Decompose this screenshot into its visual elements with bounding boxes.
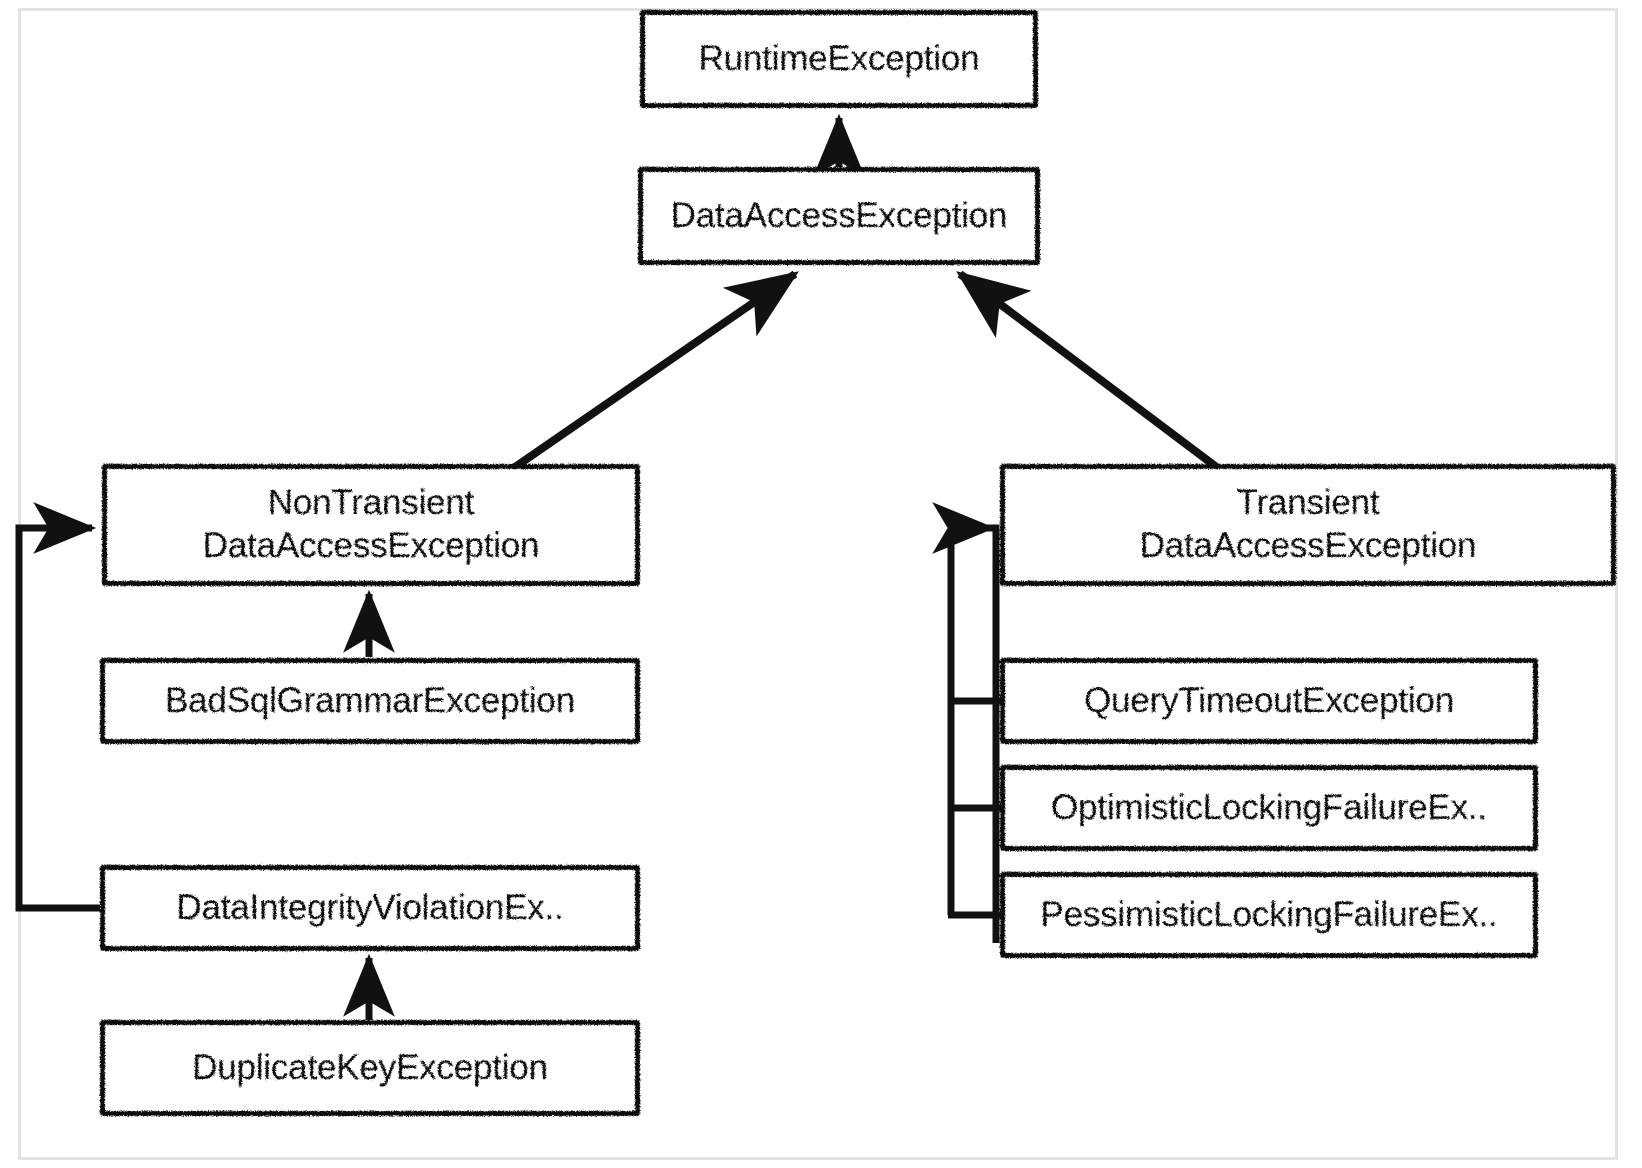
node-runtime-exception[interactable]: RuntimeException xyxy=(640,10,1038,108)
node-label: NonTransient DataAccessException xyxy=(202,483,540,565)
node-label: QueryTimeoutException xyxy=(1084,680,1454,720)
node-data-access-exception[interactable]: DataAccessException xyxy=(638,167,1040,265)
node-bad-sql-grammar-exception[interactable]: BadSqlGrammarException xyxy=(100,658,640,744)
edge-transient-children-trunk xyxy=(932,502,1000,943)
node-duplicate-key-exception[interactable]: DuplicateKeyException xyxy=(100,1020,640,1116)
node-non-transient-data-access[interactable]: NonTransient DataAccessException xyxy=(102,464,640,586)
node-label: OptimisticLockingFailureEx.. xyxy=(1051,787,1487,827)
edge-transient-to-data-access xyxy=(956,270,1246,491)
node-label: PessimisticLockingFailureEx.. xyxy=(1040,894,1498,934)
node-query-timeout-exception[interactable]: QueryTimeoutException xyxy=(1000,658,1538,744)
node-label: DuplicateKeyException xyxy=(192,1047,548,1087)
node-pessimistic-locking-failure[interactable]: PessimisticLockingFailureEx.. xyxy=(1000,872,1538,958)
node-transient-data-access[interactable]: Transient DataAccessException xyxy=(1000,464,1616,586)
node-data-integrity-violation[interactable]: DataIntegrityViolationEx.. xyxy=(100,865,640,951)
edge-integrity-to-nontransient xyxy=(15,502,100,912)
edge-nontransient-to-data-access xyxy=(483,270,799,491)
node-label: DataAccessException xyxy=(670,195,1008,235)
node-label: Transient DataAccessException xyxy=(1139,483,1477,565)
node-label: DataIntegrityViolationEx.. xyxy=(176,887,564,927)
node-optimistic-locking-failure[interactable]: OptimisticLockingFailureEx.. xyxy=(1000,765,1538,851)
node-label: RuntimeException xyxy=(698,38,980,78)
node-label: BadSqlGrammarException xyxy=(165,680,575,720)
